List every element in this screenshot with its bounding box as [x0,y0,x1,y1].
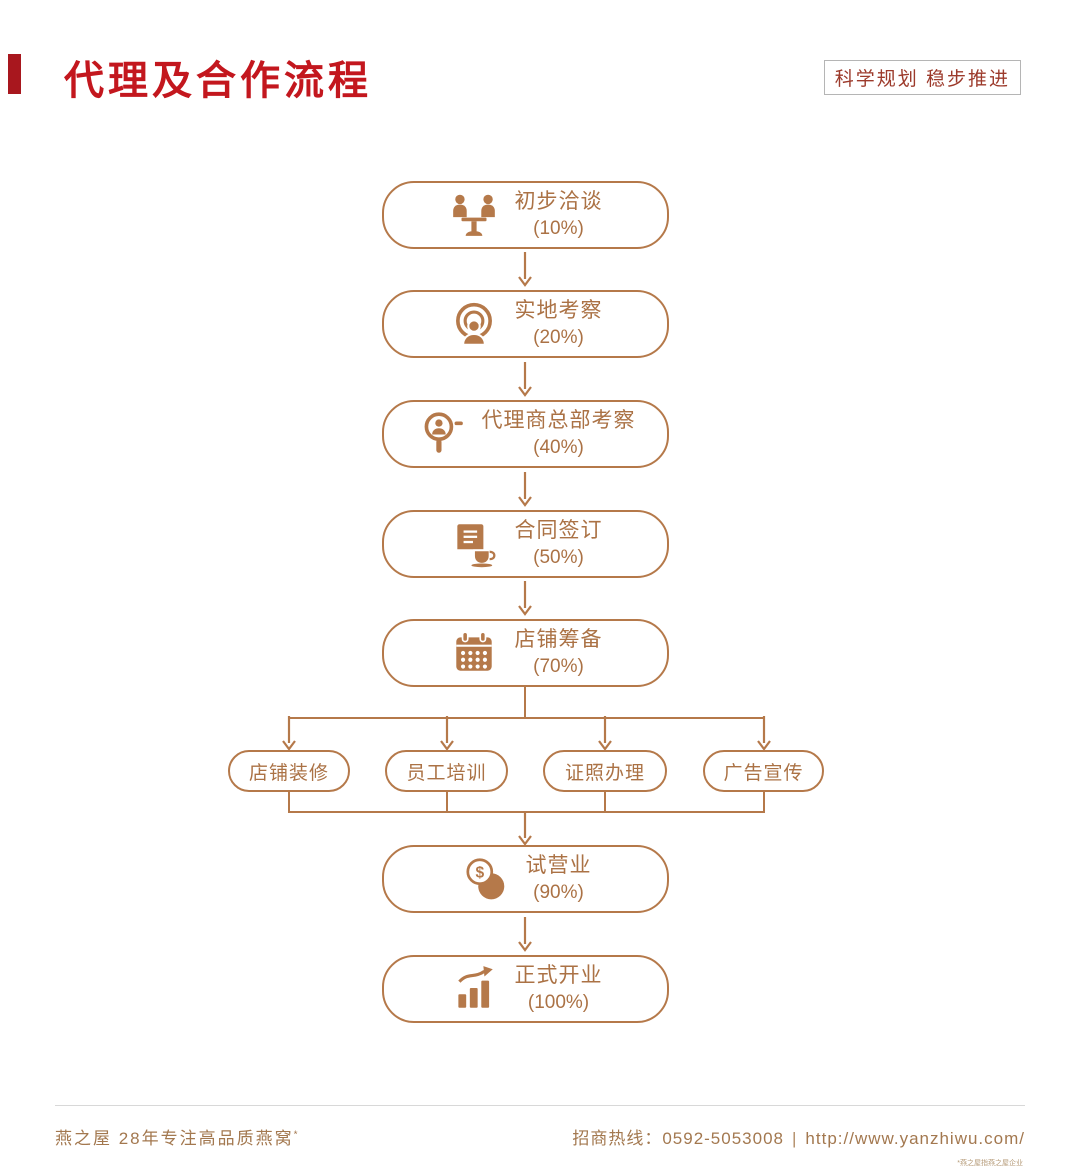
step-percent: (20%) [533,326,584,348]
branch-advertising: 广告宣传 [703,750,824,792]
footnote-mark: * [293,1129,300,1141]
connector-line [288,811,765,813]
connector-line [524,687,526,718]
arrow-down-icon [439,716,455,751]
footer-hotline: 招商热线：0592-5053008 [572,1129,784,1148]
svg-text:$: $ [475,864,484,881]
footer-footnote: *燕之屋指燕之屋企业 [957,1160,1023,1167]
footer-separator: | [792,1129,798,1148]
connector-line [288,717,765,719]
step-site-inspection: 实地考察 (20%) [382,290,669,358]
slogan-badge: 科学规划 稳步推进 [823,60,1021,95]
arrow-down-icon [517,917,533,952]
footer-brand-text: 燕之屋 28年专注高品质燕窝 [55,1129,294,1148]
step-label: 代理商总部考察 [481,409,636,433]
connector-line [604,792,606,812]
step-percent: (40%) [533,436,584,458]
step-label: 实地考察 [514,299,603,323]
step-percent: (100%) [527,991,590,1013]
money-icon: $ [460,854,510,904]
meeting-icon [449,190,499,240]
arrow-down-icon [517,362,533,397]
growth-chart-icon [449,964,499,1014]
step-label: 正式开业 [514,964,603,988]
connector-line [446,792,448,812]
title-accent-bar [8,54,21,94]
footer-contact: 招商热线：0592-5053008 | http://www.yanzhiwu.co… [572,1124,1025,1149]
footer-divider [55,1105,1025,1106]
step-percent: (90%) [533,881,584,903]
step-label: 合同签订 [514,519,603,543]
arrow-down-icon [756,716,772,751]
branch-license-handling: 证照办理 [543,750,667,792]
headquarters-inspection-icon [416,409,466,459]
arrow-down-icon [281,716,297,751]
connector-line [763,792,765,812]
step-percent: (10%) [533,217,584,239]
step-contract-signing: 合同签订 (50%) [382,510,669,578]
arrow-down-icon [517,581,533,616]
step-percent: (50%) [533,546,584,568]
branch-store-decoration: 店铺装修 [228,750,350,792]
calendar-icon [449,628,499,678]
footer-url: http://www.yanzhiwu.com/ [805,1129,1025,1148]
step-label: 店铺筹备 [514,628,603,652]
arrow-down-icon [517,811,533,846]
step-trial-operation: $ 试营业 (90%) [382,845,669,913]
footer-brand: 燕之屋 28年专注高品质燕窝* [55,1124,300,1149]
step-grand-opening: 正式开业 (100%) [382,955,669,1023]
step-label: 试营业 [525,854,592,878]
arrow-down-icon [597,716,613,751]
arrow-down-icon [517,472,533,507]
step-store-preparation: 店铺筹备 (70%) [382,619,669,687]
step-percent: (70%) [533,655,584,677]
arrow-down-icon [517,252,533,287]
page-title: 代理及合作流程 [64,59,372,103]
step-label: 初步洽谈 [514,190,603,214]
step-initial-negotiation: 初步洽谈 (10%) [382,181,669,249]
contract-signing-icon [449,519,499,569]
step-hq-inspection: 代理商总部考察 (40%) [382,400,669,468]
site-visit-icon [449,299,499,349]
connector-line [288,792,290,812]
branch-staff-training: 员工培训 [385,750,508,792]
